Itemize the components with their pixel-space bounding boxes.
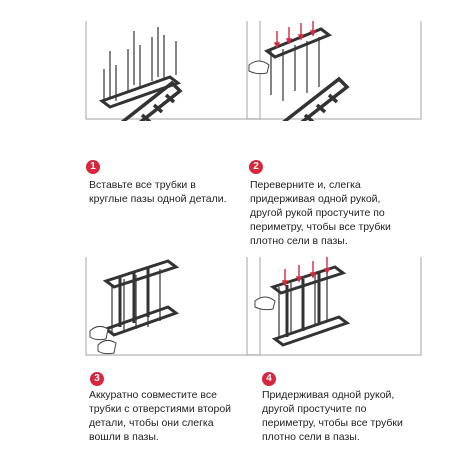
step-3-caption: Аккуратно совместите все трубки с отверс… — [89, 389, 232, 443]
step-4-number-badge: 4 — [262, 372, 276, 386]
step-1-number-badge: 1 — [86, 160, 100, 174]
step-2-number-badge: 2 — [249, 160, 263, 174]
step-4-caption: Придерживая одной рукой, другой простучи… — [262, 389, 403, 443]
step-3-number-badge: 3 — [90, 372, 104, 386]
step-2-caption: Переверните и, слегка придерживая одной … — [250, 179, 391, 247]
step-1-caption: Вставьте все трубки в круглые пазы одной… — [89, 179, 227, 205]
step-2-illustration — [245, 21, 423, 121]
step-3-illustration — [84, 257, 262, 357]
step-4-illustration — [245, 257, 423, 357]
step-1-illustration — [84, 21, 262, 121]
